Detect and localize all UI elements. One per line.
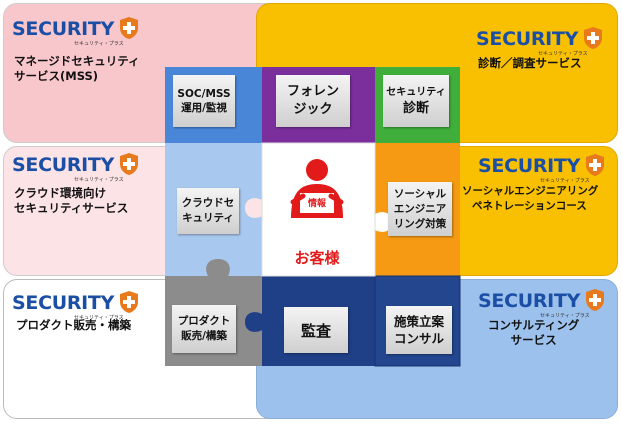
piece-label-audit: 監査 (284, 307, 348, 353)
piece-line: SOC/MSS (177, 88, 231, 100)
service-line: プロダクト販売・構築 (16, 318, 131, 332)
logo-product: SECURITY セキュリティ・プラス (12, 291, 152, 322)
service-line: セキュリティサービス (14, 201, 129, 215)
service-line: クラウド環境向け (14, 186, 106, 200)
piece-line: 運用/監視 (181, 102, 227, 114)
piece-label-secdiag: セキュリティ 診断 (383, 75, 449, 127)
service-line: 診断／調査サービス (478, 56, 582, 70)
piece-label-cloudsec: クラウドセ キュリティ (177, 188, 239, 234)
logo-subtext: セキュリティ・プラス (538, 51, 588, 57)
logo-subtext: セキュリティ・プラス (540, 178, 590, 184)
logo-text: SECURITY (476, 28, 579, 50)
service-diagnosis: 診断／調査サービス (478, 56, 582, 71)
piece-line: 監査 (300, 321, 331, 340)
shield-plus-icon (120, 291, 138, 313)
piece-line: フォレン (286, 84, 339, 99)
service-line: ペネトレーションコース (472, 200, 587, 212)
service-product: プロダクト販売・構築 (16, 318, 131, 333)
piece-label-soc: SOC/MSS 運用/監視 (173, 75, 235, 127)
service-line: マネージドセキュリティ (14, 54, 140, 68)
logo-text: SECURITY (12, 292, 115, 314)
piece-line: 診断 (402, 101, 429, 116)
piece-line: リング対策 (393, 217, 447, 230)
service-line: サービス(MSS) (14, 69, 99, 83)
logo-subtext: セキュリティ・プラス (74, 177, 124, 183)
shield-plus-icon (584, 27, 602, 49)
piece-line: ジック (293, 102, 333, 117)
logo-diagnosis: SECURITY セキュリティ・プラス (476, 27, 616, 58)
service-line: コンサルティング (488, 318, 580, 332)
shield-plus-icon (586, 154, 604, 176)
customer-badge: 情報 (307, 199, 326, 209)
customer-icon (290, 159, 344, 218)
logo-subtext: セキュリティ・プラス (74, 41, 124, 47)
logo-consulting: SECURITY セキュリティ・プラス (478, 289, 618, 320)
logo-cloud: SECURITY セキュリティ・プラス (12, 153, 152, 184)
piece-label-social: ソーシャル エンジニア リング対策 (388, 182, 452, 236)
piece-label-forensic: フォレン ジック (276, 75, 350, 127)
piece-line: エンジニア (393, 202, 447, 215)
service-line: ソーシャルエンジニアリング (462, 185, 599, 197)
piece-line: 販売/構築 (181, 330, 227, 342)
piece-line: セキュリティ (386, 87, 446, 98)
service-cloud: クラウド環境向け セキュリティサービス (14, 186, 128, 216)
piece-line: 施策立案 (393, 314, 444, 329)
piece-line: ソーシャル (393, 187, 447, 200)
logo-text: SECURITY (12, 18, 115, 40)
customer-label: お客様 (294, 249, 340, 267)
logo-subtext: セキュリティ・プラス (540, 313, 590, 319)
service-social: ソーシャルエンジニアリング ペネトレーションコース (462, 184, 598, 214)
logo-text: SECURITY (12, 154, 115, 176)
logo-subtext: セキュリティ・プラス (74, 315, 124, 321)
logo-text: SECURITY (478, 155, 581, 177)
logo-text: SECURITY (478, 290, 581, 312)
service-line: サービス (510, 333, 557, 347)
piece-line: クラウドセ (181, 197, 235, 209)
piece-line: コンサル (393, 331, 444, 346)
piece-line: キュリティ (182, 212, 234, 224)
piece-line: プロダクト (177, 315, 231, 327)
piece-label-product: プロダクト 販売/構築 (172, 305, 236, 353)
logo-social: SECURITY セキュリティ・プラス (478, 154, 618, 185)
service-consulting: コンサルティング サービス (488, 318, 579, 348)
logo-mss: SECURITY セキュリティ・プラス (12, 17, 152, 48)
shield-plus-icon (120, 17, 138, 39)
piece-label-policy: 施策立案 コンサル (386, 306, 452, 354)
shield-plus-icon (120, 153, 138, 175)
shield-plus-icon (586, 289, 604, 311)
service-mss: マネージドセキュリティ サービス(MSS) (14, 54, 140, 84)
